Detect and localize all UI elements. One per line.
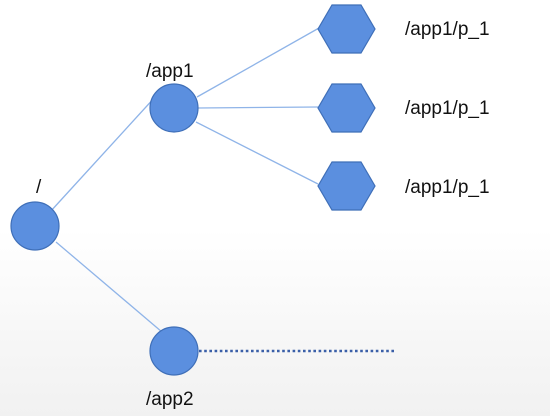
edge-app1-p1b <box>197 106 319 109</box>
edge-app1-p1c <box>195 121 319 185</box>
edge-app1-p1a <box>196 27 320 98</box>
node-app1 <box>149 83 199 133</box>
edge-root-app2 <box>55 241 163 333</box>
label-root: / <box>36 177 42 198</box>
label-app2: /app2 <box>146 389 194 410</box>
node-app2 <box>149 326 199 376</box>
label-app1: /app1 <box>146 61 194 82</box>
label-p1c: /app1/p_1 <box>405 177 490 198</box>
node-root <box>10 201 60 251</box>
label-p1a: /app1/p_1 <box>405 19 490 40</box>
node-p1a <box>317 4 376 54</box>
node-p1c <box>317 161 376 211</box>
edge-root-app1 <box>49 95 157 213</box>
node-p1b <box>317 83 376 133</box>
label-p1b: /app1/p_1 <box>405 98 490 119</box>
